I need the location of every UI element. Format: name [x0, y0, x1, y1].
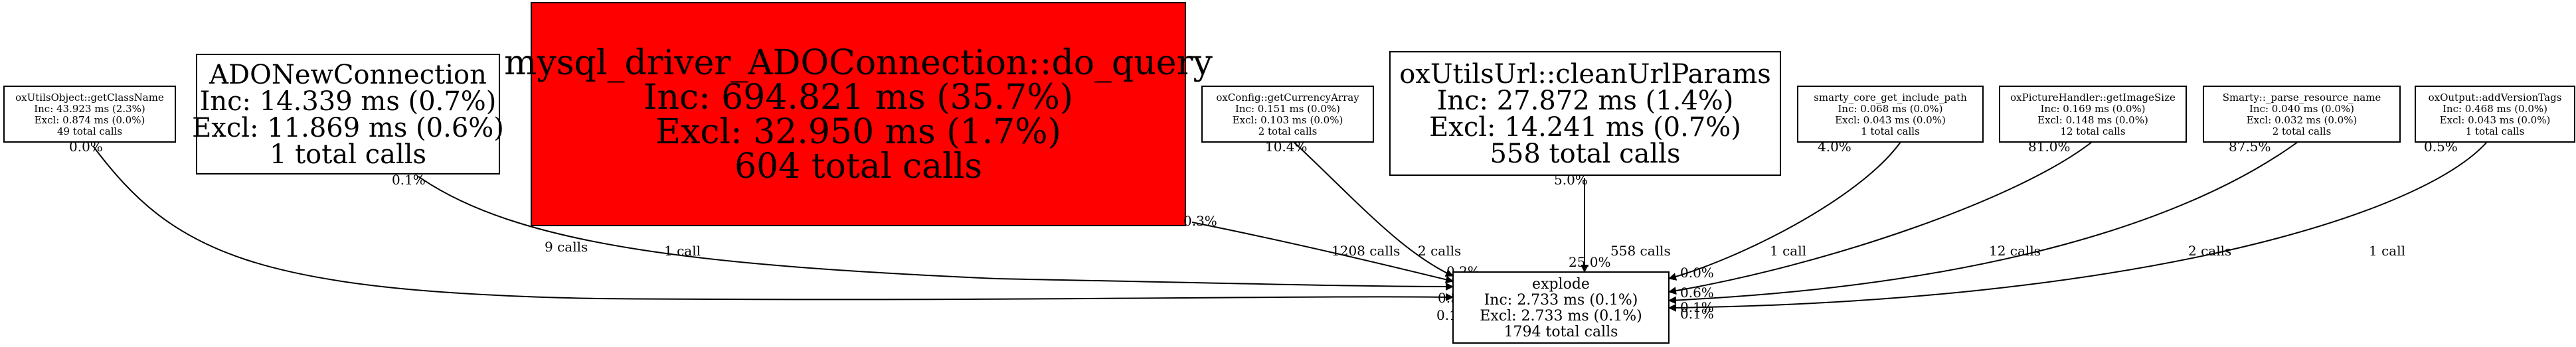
- edge-arrow: [92, 145, 1454, 301]
- node-box: [1389, 51, 1781, 176]
- edge-calls-label: 2 calls: [1418, 243, 1461, 259]
- node-stat: 1 total calls: [1861, 125, 1920, 137]
- node-stat: Excl: 0.043 ms (0.0%): [1835, 114, 1946, 126]
- node-stat: Inc: 2.733 ms (0.1%): [1484, 292, 1638, 309]
- edge-calls-label: 558 calls: [1610, 243, 1671, 259]
- node-stat: Excl: 0.103 ms (0.0%): [1233, 114, 1343, 126]
- edge-addVersionTags-to-explode: 1 call 0.1%: [1668, 141, 2488, 322]
- node-stat: Inc: 43.923 ms (2.3%): [34, 103, 145, 115]
- out-percent-label: 0.5%: [2424, 139, 2458, 155]
- edge-arrow: [1293, 141, 1454, 277]
- edge-calls-label: 9 calls: [545, 239, 588, 255]
- edge-calls-label: 1 call: [664, 243, 701, 259]
- node-stat: Inc: 0.151 ms (0.0%): [1235, 103, 1340, 115]
- out-percent-label: 87.5%: [2229, 139, 2271, 155]
- in-percent-label: 0.0%: [1680, 265, 1714, 281]
- edge-arrow: [1191, 222, 1454, 284]
- node-stat: Inc: 0.468 ms (0.0%): [2443, 103, 2547, 115]
- out-percent-label: 5.0%: [1554, 172, 1588, 188]
- node-box: [1797, 86, 1984, 143]
- edge-arrow: [1668, 141, 2488, 312]
- node-title: oxUtilsUrl::cleanUrlParams: [1399, 59, 1771, 90]
- node-box: [1201, 86, 1374, 143]
- node-title: smarty_core_get_include_path: [1814, 92, 1967, 104]
- node-title: explode: [1532, 276, 1590, 293]
- in-percent-label: 0.1%: [1680, 306, 1714, 322]
- node-stat: 1794 total calls: [1504, 324, 1618, 340]
- edge-arrow: [1668, 141, 2093, 295]
- node-title: Smarty::_parse_resource_name: [2223, 92, 2381, 104]
- node-title: oxOutput::addVersionTags: [2429, 92, 2562, 104]
- out-percent-label: 0.3%: [1183, 213, 1217, 229]
- node-box: [2415, 86, 2575, 143]
- edge-smartyInclude-to-explode: 1 call 0.0%: [1668, 141, 1901, 281]
- node-stat: 604 total calls: [734, 147, 982, 186]
- node-stat: 2 total calls: [1258, 125, 1318, 137]
- node-title: oxConfig::getCurrencyArray: [1216, 92, 1359, 104]
- edge-calls-label: 1208 calls: [1331, 243, 1400, 259]
- node-stat: Inc: 27.872 ms (1.4%): [1437, 86, 1734, 116]
- node-stat: Inc: 0.169 ms (0.0%): [2040, 103, 2145, 115]
- node-stat: Inc: 14.339 ms (0.7%): [200, 86, 497, 117]
- node-box: [1452, 271, 1670, 344]
- node-stat: Inc: 0.068 ms (0.0%): [1838, 103, 1942, 115]
- node-stat: Excl: 0.043 ms (0.0%): [2440, 114, 2551, 126]
- node-doQuery: mysql_driver_ADOConnection::do_queryInc:…: [504, 2, 1213, 226]
- node-stat: 558 total calls: [1490, 139, 1680, 169]
- node-box: [3, 86, 176, 143]
- node-stat: Excl: 32.950 ms (1.7%): [655, 112, 1061, 152]
- node-stat: 49 total calls: [57, 125, 122, 137]
- edge-arrow: [1668, 141, 1901, 281]
- in-percent-label: 25.0%: [1569, 254, 1611, 270]
- node-box: [1999, 86, 2187, 143]
- edge-calls-label: 1 call: [2369, 243, 2405, 259]
- node-stat: Excl: 0.032 ms (0.0%): [2247, 114, 2358, 126]
- out-percent-label: 0.0%: [69, 139, 103, 155]
- out-percent-label: 81.0%: [2028, 139, 2071, 155]
- edge-calls-label: 12 calls: [1989, 243, 2041, 259]
- node-box: [196, 54, 500, 174]
- node-stat: 2 total calls: [2273, 125, 2332, 137]
- node-stat: 1 total calls: [2466, 125, 2525, 137]
- edge-calls-label: 1 call: [1770, 243, 1806, 259]
- node-title: ADONewConnection: [209, 60, 487, 90]
- node-stat: 12 total calls: [2060, 125, 2125, 137]
- node-title: oxPictureHandler::getImageSize: [2010, 92, 2176, 104]
- node-stat: Excl: 11.869 ms (0.6%): [192, 113, 504, 143]
- node-stat: 1 total calls: [270, 139, 426, 170]
- node-stat: Excl: 2.733 ms (0.1%): [1480, 308, 1642, 324]
- out-percent-label: 0.1%: [392, 172, 426, 188]
- node-box: [531, 2, 1186, 226]
- node-title: mysql_driver_ADOConnection::do_query: [504, 43, 1213, 83]
- node-stat: Excl: 14.241 ms (0.7%): [1429, 112, 1741, 143]
- edge-arrow: [1668, 141, 2298, 305]
- edge-arrow: [418, 176, 1454, 291]
- out-percent-label: 4.0%: [1818, 139, 1851, 155]
- node-stat: Inc: 694.821 ms (35.7%): [644, 78, 1073, 117]
- node-stat: Inc: 0.040 ms (0.0%): [2249, 103, 2354, 115]
- node-title: oxUtilsObject::getClassName: [15, 92, 164, 104]
- node-stat: Excl: 0.874 ms (0.0%): [35, 114, 145, 126]
- out-percent-label: 10.4%: [1265, 139, 1308, 155]
- node-box: [2203, 86, 2401, 143]
- node-stat: Excl: 0.148 ms (0.0%): [2037, 114, 2148, 126]
